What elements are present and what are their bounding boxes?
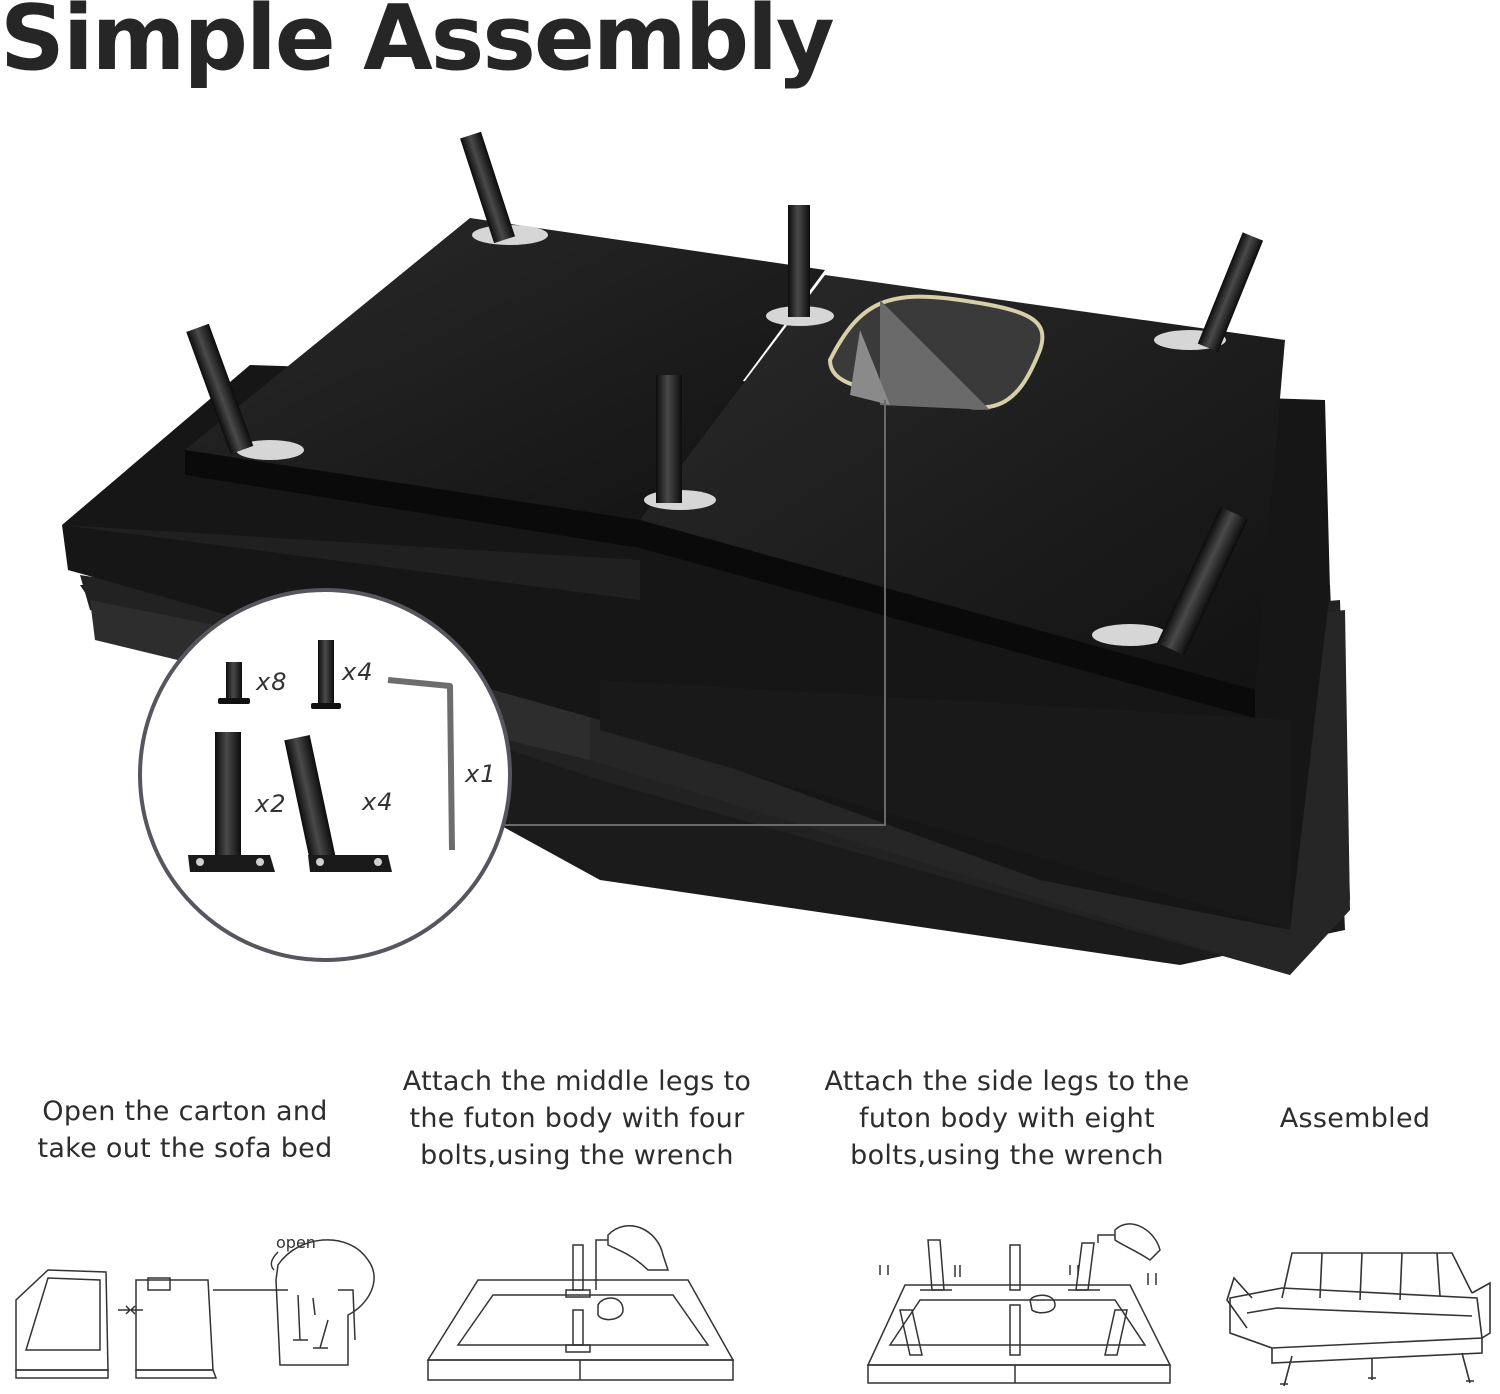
short-leg-icon (218, 662, 250, 704)
base-board-right (640, 275, 1285, 718)
step-4-caption: Assembled (1279, 1103, 1431, 1134)
step-2-illustration (418, 1215, 743, 1390)
leg-top-left (460, 131, 548, 245)
leg-right (1092, 506, 1248, 656)
futon-product-image: x8 x4 x1 x2 (0, 120, 1500, 1000)
long-leg-qty: x2 (254, 790, 286, 818)
page-title: Simple Assembly (0, 0, 835, 91)
short-leg-qty: x8 (255, 668, 287, 696)
long-leg-icon (188, 732, 275, 872)
step-4-illustration (1222, 1238, 1492, 1388)
angled-leg-icon (284, 735, 392, 872)
wrench-icon (387, 677, 455, 851)
wrench-qty: x1 (464, 760, 496, 788)
step-3-illustration (860, 1215, 1185, 1390)
step-1-caption: Open the carton and take out the sofa be… (37, 1096, 333, 1164)
step-1-illustration: open (8, 1220, 388, 1385)
parts-callout-circle: x8 x4 x1 x2 (138, 588, 512, 962)
step-3-caption: Attach the side legs to the futon body w… (824, 1066, 1190, 1171)
leg-top-middle (766, 205, 834, 326)
leg-middle (644, 375, 716, 510)
straight-leg-icon (311, 640, 341, 709)
step-2-caption: Attach the middle legs to the futon body… (402, 1066, 752, 1171)
open-label: open (276, 1233, 316, 1252)
leg-top-right (1154, 232, 1264, 352)
callout-line (505, 400, 886, 826)
leg-left (186, 323, 304, 460)
straight-leg-qty: x4 (341, 658, 373, 686)
angled-leg-qty: x4 (361, 788, 393, 816)
